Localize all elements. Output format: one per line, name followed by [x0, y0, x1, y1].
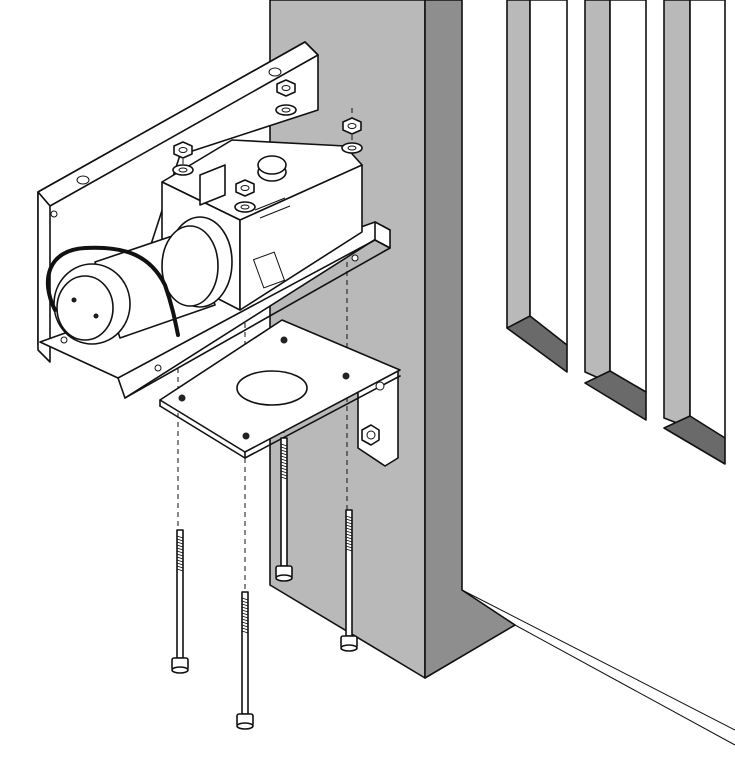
bleed-valve [199, 164, 226, 206]
power-cable [45, 245, 180, 337]
top-fasteners [172, 79, 363, 213]
bolt-icon [171, 529, 189, 674]
washer-icon [234, 201, 256, 213]
gate-bar [663, 0, 726, 465]
housing-side-wall [37, 191, 51, 363]
gate-bar [506, 0, 568, 373]
gate-bars-icon [506, 0, 726, 465]
bolts-group [171, 437, 358, 730]
bracket-slot-hole [375, 381, 385, 391]
washer-icon [275, 104, 297, 116]
bracket-hole [280, 336, 288, 344]
bracket-hole [342, 372, 350, 380]
motor-icon [53, 216, 233, 345]
washer-icon [341, 142, 363, 154]
gate-bar [584, 0, 647, 421]
bolt-icon [340, 509, 358, 652]
bolt-icon [275, 437, 293, 582]
post-side-face [424, 0, 516, 679]
hex-nut-icon [173, 141, 193, 159]
bracket-center-hole [236, 370, 308, 406]
gearbox-icon [161, 139, 363, 311]
angle-bracket-icon [159, 319, 401, 467]
bracket-hole [178, 394, 186, 402]
bracket-hole [242, 432, 250, 440]
hex-nut-icon [235, 179, 255, 197]
bolt-icon [236, 591, 254, 730]
washer-icon [172, 164, 194, 176]
ground-lines [461, 589, 735, 746]
hex-nut-icon [276, 79, 296, 97]
hex-nut-icon [342, 117, 362, 135]
